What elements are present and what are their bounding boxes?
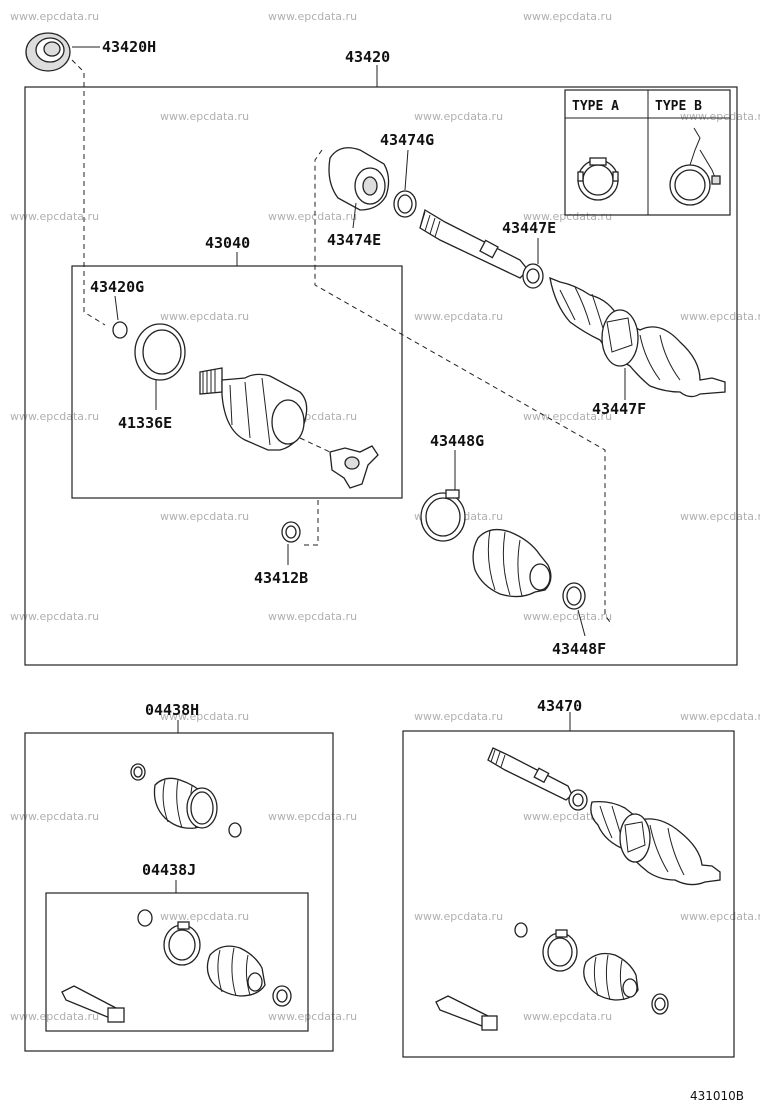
part-label-43420h[interactable]: 43420H (102, 38, 156, 56)
part-label-43448f[interactable]: 43448F (552, 640, 606, 658)
watermark-text: www.epcdata.ru (268, 10, 357, 23)
part-label-43420g[interactable]: 43420G (90, 278, 144, 296)
watermark-text: www.epcdata.ru (523, 810, 612, 823)
leader-line (577, 609, 586, 637)
watermark-text: www.epcdata.ru (523, 410, 612, 423)
watermark-text: www.epcdata.ru (523, 1010, 612, 1023)
shaft-assembly-43470[interactable] (487, 747, 721, 886)
snap-ring-43420g[interactable] (112, 321, 128, 339)
watermark-text: www.epcdata.ru (414, 310, 503, 323)
watermark-text: www.epcdata.ru (268, 610, 357, 623)
part-label-43447e[interactable]: 43447E (502, 219, 556, 237)
watermark-text: www.epcdata.ru (160, 110, 249, 123)
watermark-text: www.epcdata.ru (414, 110, 503, 123)
kit-04438h-frame (24, 732, 334, 1052)
part-label-43040[interactable]: 43040 (205, 234, 250, 252)
dashed-leader (304, 500, 319, 546)
ring-41336e[interactable] (134, 323, 186, 381)
watermark-text: www.epcdata.ru (523, 210, 612, 223)
outboard-shaft[interactable] (419, 209, 544, 289)
type-a-label: TYPE A (572, 99, 619, 114)
kit-04438j-frame (45, 892, 309, 1032)
assembly-43470-frame (402, 730, 735, 1058)
watermark-text: www.epcdata.ru (680, 310, 760, 323)
inboard-boot-43448[interactable] (472, 528, 552, 598)
leader-line (404, 149, 409, 191)
watermark-text: www.epcdata.ru (160, 510, 249, 523)
clamp-type-b-icon (669, 127, 721, 206)
part-label-04438j[interactable]: 04438J (142, 861, 196, 879)
watermark-text: www.epcdata.ru (414, 910, 503, 923)
watermark-text: www.epcdata.ru (680, 110, 760, 123)
watermark-text: www.epcdata.ru (160, 310, 249, 323)
clamp-43448f[interactable] (562, 582, 586, 610)
dynamic-damper-43474e[interactable] (328, 147, 390, 211)
dashed-leader (314, 149, 613, 626)
kit-04438h-parts[interactable] (130, 763, 242, 838)
outboard-boot-43447f[interactable] (549, 276, 726, 398)
watermark-text: www.epcdata.ru (160, 710, 249, 723)
watermark-text: www.epcdata.ru (523, 10, 612, 23)
assembly-43420-frame (24, 86, 738, 666)
clamp-43448g[interactable] (420, 489, 466, 542)
watermark-text: www.epcdata.ru (10, 810, 99, 823)
part-label-43448g[interactable]: 43448G (430, 432, 484, 450)
clamp-43474g[interactable] (393, 190, 417, 218)
watermark-text: www.epcdata.ru (10, 10, 99, 23)
part-label-43474g[interactable]: 43474G (380, 131, 434, 149)
dashed-leader (71, 59, 106, 326)
part-label-41336e[interactable]: 41336E (118, 414, 172, 432)
kit-04438j-parts[interactable] (61, 909, 292, 1023)
part-label-43412b[interactable]: 43412B (254, 569, 308, 587)
watermark-text: www.epcdata.ru (10, 210, 99, 223)
part-label-04438h[interactable]: 04438H (145, 701, 199, 719)
watermark-text: www.epcdata.ru (680, 710, 760, 723)
clamp-type-inset: TYPE A TYPE B (564, 89, 731, 216)
watermark-text: www.epcdata.ru (268, 210, 357, 223)
part-label-43474e[interactable]: 43474E (327, 231, 381, 249)
watermark-text: www.epcdata.ru (414, 710, 503, 723)
watermark-text: www.epcdata.ru (268, 1010, 357, 1023)
snap-ring-43412b[interactable] (281, 521, 301, 543)
watermark-text: www.epcdata.ru (523, 610, 612, 623)
part-label-43447f[interactable]: 43447F (592, 400, 646, 418)
tripod-joint[interactable] (329, 445, 379, 489)
leader-line (352, 202, 357, 229)
watermark-text: www.epcdata.ru (10, 610, 99, 623)
watermark-text: www.epcdata.ru (10, 410, 99, 423)
watermark-text: www.epcdata.ru (160, 910, 249, 923)
watermark-text: www.epcdata.ru (10, 1010, 99, 1023)
watermark-text: www.epcdata.ru (680, 510, 760, 523)
part-label-43420[interactable]: 43420 (345, 48, 390, 66)
figure-code: 431010B (690, 1089, 744, 1103)
type-b-label: TYPE B (655, 99, 702, 114)
watermark-text: www.epcdata.ru (268, 810, 357, 823)
dashed-leader (299, 437, 331, 453)
part-label-43470[interactable]: 43470 (537, 697, 582, 715)
kit-43470-parts[interactable] (435, 922, 669, 1031)
leader-line (114, 295, 119, 321)
seal-43420h[interactable] (25, 32, 71, 72)
clamp-type-a-icon (577, 157, 619, 201)
inboard-joint-housing[interactable] (199, 367, 308, 451)
watermark-text: www.epcdata.ru (680, 910, 760, 923)
